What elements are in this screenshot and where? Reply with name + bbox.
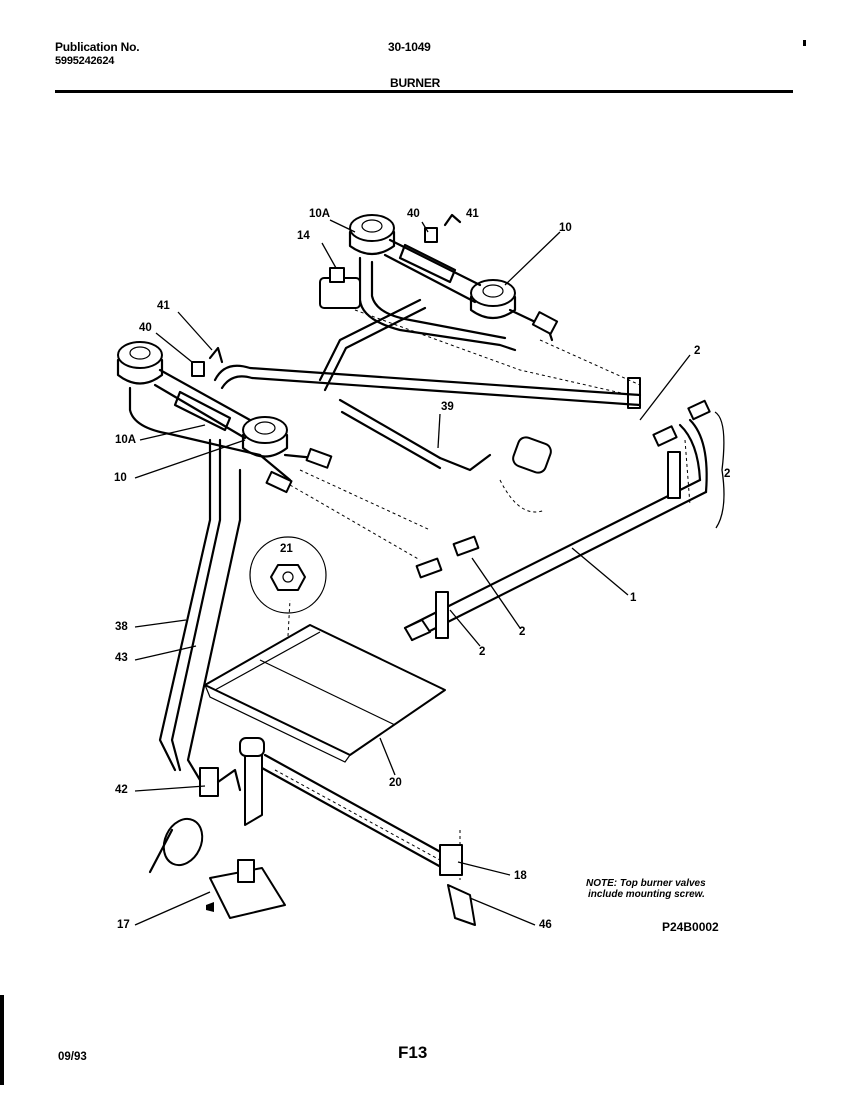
left-burner-assembly bbox=[116, 341, 333, 494]
callout-39: 39 bbox=[441, 401, 454, 413]
callout-10-left: 10 bbox=[114, 472, 127, 484]
callout-10A-left: 10A bbox=[115, 434, 137, 446]
callout-46: 46 bbox=[539, 919, 552, 931]
callout-2-right-top: 2 bbox=[694, 345, 701, 357]
section-title: BURNER bbox=[390, 76, 441, 90]
callout-42: 42 bbox=[115, 784, 128, 796]
callout-21: 21 bbox=[280, 543, 293, 555]
model-number: 30-1049 bbox=[388, 40, 431, 54]
scan-speck bbox=[803, 40, 806, 46]
leader-lines bbox=[134, 219, 725, 926]
publication-label: Publication No. bbox=[55, 40, 140, 54]
scan-edge-mark bbox=[0, 995, 4, 1085]
callout-17: 17 bbox=[117, 919, 130, 931]
burner-baffle bbox=[204, 624, 446, 763]
callout-43: 43 bbox=[115, 652, 128, 664]
oven-burner bbox=[239, 737, 476, 926]
header-rule bbox=[55, 90, 793, 93]
callout-41-left: 41 bbox=[157, 300, 170, 312]
footer-date: 09/93 bbox=[58, 1051, 87, 1063]
callout-2-right-side: 2 bbox=[724, 468, 731, 480]
callout-41-top: 41 bbox=[466, 208, 479, 220]
nut-detail bbox=[249, 536, 327, 614]
note-line-1: NOTE: Top burner valves bbox=[586, 878, 706, 889]
valve-fittings bbox=[415, 399, 711, 579]
publication-number: 5995242624 bbox=[55, 55, 115, 67]
callout-40-top: 40 bbox=[407, 208, 420, 220]
callout-14: 14 bbox=[297, 230, 310, 242]
manifold-pipe bbox=[213, 364, 708, 642]
callout-2-low: 2 bbox=[479, 646, 486, 658]
callout-40-left: 40 bbox=[139, 322, 152, 334]
callout-20: 20 bbox=[389, 777, 402, 789]
callout-10-top: 10 bbox=[559, 222, 572, 234]
oven-tubes bbox=[158, 298, 492, 782]
callout-38: 38 bbox=[115, 621, 128, 633]
callout-18: 18 bbox=[514, 870, 527, 882]
page-number: F13 bbox=[398, 1043, 428, 1062]
upper-burner-assembly bbox=[319, 213, 559, 352]
callout-2-mid: 2 bbox=[519, 626, 526, 638]
oven-valve bbox=[148, 767, 286, 919]
drawing-code: P24B0002 bbox=[662, 920, 719, 934]
note-line-2: include mounting screw. bbox=[588, 889, 705, 900]
callout-1: 1 bbox=[630, 592, 637, 604]
callout-10A-top: 10A bbox=[309, 208, 331, 220]
